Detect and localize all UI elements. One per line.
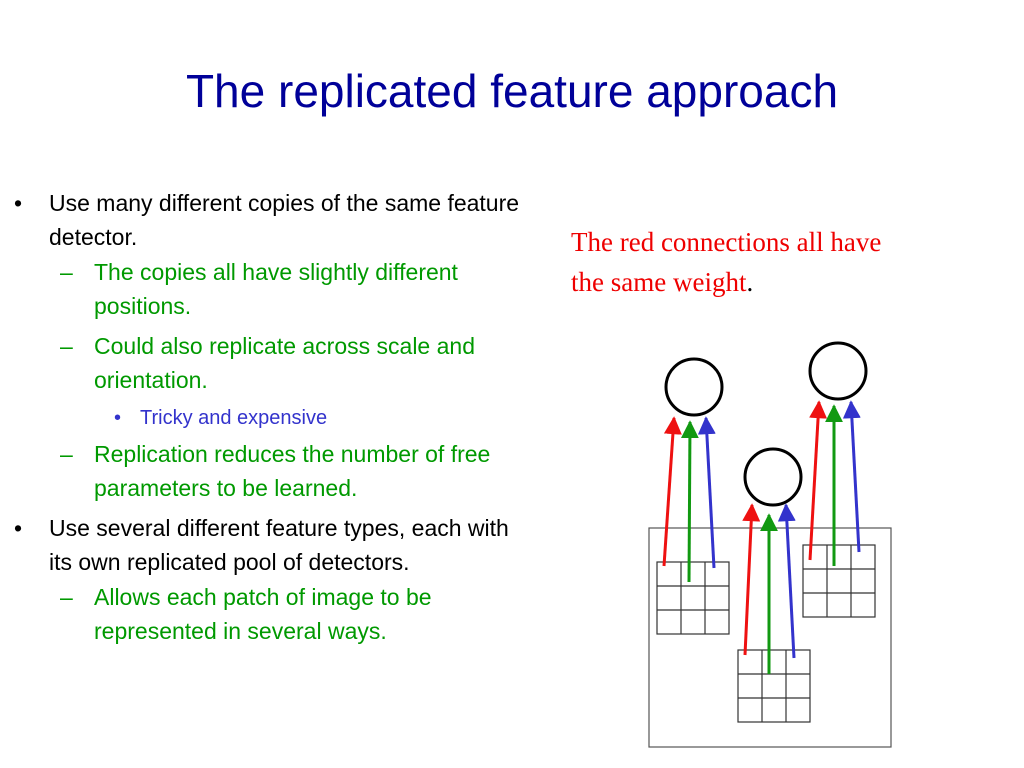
feature-detector-unit-left (664, 357, 724, 417)
sub-bullet-text: Allows each patch of image to be represe… (94, 584, 432, 644)
dash-marker: – (60, 441, 73, 467)
bullet-marker: • (14, 515, 23, 541)
bullet-marker: • (114, 407, 122, 429)
dash-marker: – (60, 259, 73, 285)
slide-title: The replicated feature approach (185, 65, 839, 117)
feature-detector-unit-right (808, 341, 868, 401)
sub-sub-bullet-text: Tricky and expensive (140, 407, 328, 429)
caption-period: . (746, 267, 754, 297)
red-connection-arrow (742, 503, 761, 656)
bullet-text: Use several different feature types, eac… (49, 515, 509, 575)
caption-text: The red connections all have the same we… (571, 227, 882, 297)
sub-sub-bullet-item: • Tricky and expensive (14, 403, 524, 433)
blue-connection-arrow (697, 416, 716, 569)
dash-marker: – (60, 584, 73, 610)
feature-detector-unit-middle (743, 447, 803, 507)
diagram-caption: The red connections all have the same we… (571, 222, 911, 302)
red-connection-arrow (662, 416, 682, 567)
blue-connection-arrow (777, 503, 796, 659)
sub-bullet-item: – Allows each patch of image to be repre… (14, 580, 524, 648)
sub-bullet-text: The copies all have slightly different p… (94, 259, 458, 319)
blue-connection-arrow (842, 400, 861, 553)
red-connection-arrow (808, 400, 828, 561)
green-connection-arrow (680, 420, 699, 583)
sub-bullet-text: Could also replicate across scale and or… (94, 333, 475, 393)
bullet-marker: • (14, 190, 23, 216)
sub-bullet-item: – Could also replicate across scale and … (14, 329, 524, 397)
sub-bullet-item: – Replication reduces the number of free… (14, 437, 524, 505)
bullet-item: • Use several different feature types, e… (14, 511, 524, 579)
sub-bullet-text: Replication reduces the number of free p… (94, 441, 491, 501)
sub-bullet-item: – The copies all have slightly different… (14, 255, 524, 323)
bullet-text: Use many different copies of the same fe… (49, 190, 520, 250)
bullet-list: • Use many different copies of the same … (14, 186, 524, 654)
image-patch-left (656, 561, 730, 635)
bullet-item: • Use many different copies of the same … (14, 186, 524, 254)
dash-marker: – (60, 333, 73, 359)
image-patch-middle (737, 649, 811, 723)
image-patch-right (802, 544, 876, 618)
